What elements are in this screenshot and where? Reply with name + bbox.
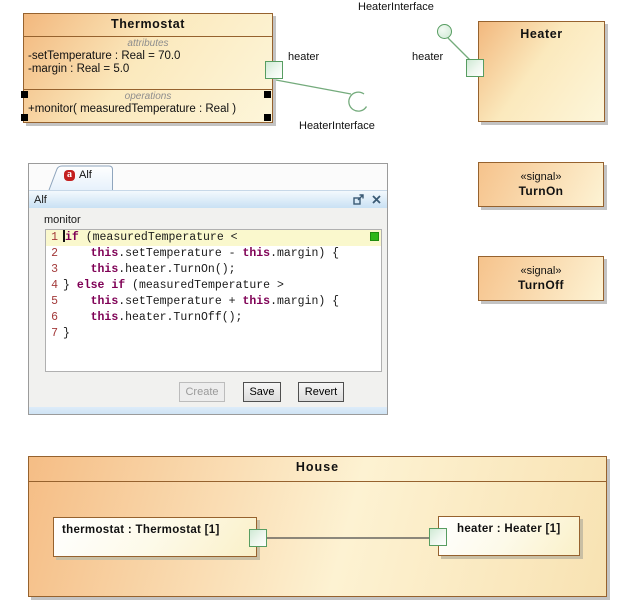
code-line: 5 this.setTemperature + this.margin) { xyxy=(51,295,340,308)
overview-ruler-marker xyxy=(370,232,379,241)
tab-alf[interactable]: a Alf xyxy=(48,165,114,190)
code-line: 7} xyxy=(51,327,70,340)
signal-name: TurnOff xyxy=(518,278,564,292)
alf-titlebar: Alf xyxy=(29,190,387,208)
alf-window-title: Alf xyxy=(34,193,47,206)
heater-class-box[interactable]: Heater xyxy=(478,21,605,122)
selection-handle[interactable] xyxy=(264,114,271,121)
signal-name: TurnOn xyxy=(518,184,564,198)
part-thermostat-label: thermostat : Thermostat [1] xyxy=(62,524,220,536)
provided-interface-ball-icon[interactable] xyxy=(437,24,452,39)
signal-turnon-box[interactable]: «signal» TurnOn xyxy=(478,162,604,207)
code-line: 3 this.heater.TurnOn(); xyxy=(51,263,236,276)
provided-interface-label[interactable]: HeaterInterface xyxy=(358,1,434,13)
tab-alf-label: Alf xyxy=(79,169,92,181)
part-heater-box[interactable]: heater : Heater [1] xyxy=(438,516,580,556)
close-icon[interactable] xyxy=(371,194,382,205)
part-heater-port[interactable] xyxy=(429,528,447,546)
alf-button-revert[interactable]: Revert xyxy=(298,382,344,402)
thermostat-heater-port[interactable] xyxy=(265,61,283,79)
text-caret xyxy=(63,230,65,242)
part-thermostat-box[interactable]: thermostat : Thermostat [1] xyxy=(53,517,257,557)
part-thermostat-port[interactable] xyxy=(249,529,267,547)
thermostat-port-label[interactable]: heater xyxy=(288,51,320,63)
signal-stereotype: «signal» xyxy=(520,171,562,183)
alf-logo-icon: a xyxy=(64,169,75,181)
selection-handle[interactable] xyxy=(21,91,28,98)
selection-handle[interactable] xyxy=(264,91,271,98)
code-line: 6 this.heater.TurnOff(); xyxy=(51,311,243,324)
heater-port-label[interactable]: heater xyxy=(412,51,444,63)
required-interface-label[interactable]: HeaterInterface xyxy=(299,120,375,132)
attributes-compartment-label: attributes xyxy=(127,38,169,49)
thermostat-operations-compartment[interactable]: operations +monitor( measuredTemperature… xyxy=(24,90,272,124)
window-bottom-trim xyxy=(29,407,387,414)
heater-class-title[interactable]: Heater xyxy=(520,27,563,41)
house-class-title[interactable]: House xyxy=(29,457,606,482)
operation-monitor[interactable]: +monitor( measuredTemperature : Real ) xyxy=(28,103,237,115)
thermostat-attributes-compartment[interactable]: attributes -setTemperature : Real = 70.0… xyxy=(24,37,272,90)
restore-view-icon[interactable] xyxy=(353,194,364,205)
operations-compartment-label: operations xyxy=(124,91,172,102)
thermostat-class-box[interactable]: Thermostat attributes -setTemperature : … xyxy=(23,13,273,123)
alf-tab-row: a Alf xyxy=(29,164,387,190)
alf-button-save[interactable]: Save xyxy=(243,382,281,402)
attribute-setTemperature[interactable]: -setTemperature : Real = 70.0 xyxy=(28,50,181,62)
thermostat-class-title[interactable]: Thermostat xyxy=(24,14,272,37)
part-heater-label: heater : Heater [1] xyxy=(457,523,561,535)
selection-handle[interactable] xyxy=(21,114,28,121)
operation-name-label: monitor xyxy=(44,214,81,226)
code-line: 2 this.setTemperature - this.margin) { xyxy=(51,247,340,260)
heater-heater-port[interactable] xyxy=(466,59,484,77)
required-interface-socket-icon[interactable] xyxy=(348,91,368,112)
required-interface-connector[interactable] xyxy=(275,79,352,95)
alf-button-create[interactable]: Create xyxy=(179,382,225,402)
attribute-margin[interactable]: -margin : Real = 5.0 xyxy=(28,62,130,75)
signal-stereotype: «signal» xyxy=(520,265,562,277)
signal-turnoff-box[interactable]: «signal» TurnOff xyxy=(478,256,604,301)
code-line: 4} else if (measuredTemperature > xyxy=(51,279,284,292)
